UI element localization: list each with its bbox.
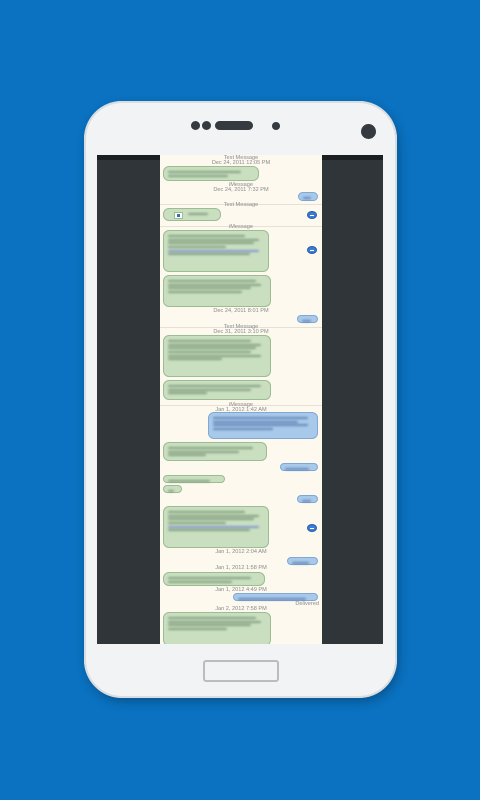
- service-label: iMessage: [229, 224, 253, 230]
- service-label: Text Message: [223, 324, 259, 330]
- imessage-badge-icon: [307, 524, 317, 532]
- divider: [160, 327, 322, 328]
- sensor-dot: [272, 122, 280, 130]
- outgoing-message: [233, 593, 318, 601]
- sensor-dot: [191, 121, 200, 130]
- timestamp: Jan 1, 2012 2:04 AM: [215, 549, 267, 555]
- incoming-message: [163, 506, 269, 548]
- service-label: iMessage: [229, 402, 253, 408]
- delivery-status: Delivered: [295, 601, 319, 607]
- timestamp: Dec 24, 2011 7:32 PM: [213, 187, 269, 193]
- incoming-message: [163, 612, 271, 644]
- incoming-message: [163, 275, 271, 307]
- phone-screen: Text Message Dec 24, 2011 12:05 PM iMess…: [97, 155, 383, 644]
- divider: [160, 204, 322, 205]
- timestamp: Jan 1, 2012 1:42 AM: [215, 407, 267, 413]
- outgoing-message: [298, 192, 318, 201]
- incoming-message: [163, 166, 259, 181]
- service-label: iMessage: [229, 182, 253, 188]
- home-button[interactable]: [203, 660, 279, 682]
- incoming-message: [163, 230, 269, 272]
- divider: [160, 405, 322, 406]
- outgoing-message: [297, 315, 318, 323]
- timestamp: Jan 1, 2012 4:49 PM: [215, 587, 267, 593]
- front-camera-icon: [361, 124, 376, 139]
- divider: [160, 226, 322, 227]
- imessage-badge-icon: [307, 246, 317, 254]
- incoming-message: [163, 380, 271, 400]
- timestamp: Dec 31, 2011 3:10 PM: [213, 329, 269, 335]
- timestamp: Jan 1, 2012 1:58 PM: [215, 565, 267, 571]
- incoming-message: [163, 485, 182, 493]
- incoming-message: [163, 475, 225, 483]
- earpiece-speaker: [215, 121, 253, 130]
- incoming-message: [163, 572, 265, 586]
- timestamp: Dec 24, 2011 8:01 PM: [213, 308, 269, 314]
- service-label: Text Message: [223, 155, 259, 161]
- incoming-message: [163, 442, 267, 461]
- incoming-message: [163, 335, 271, 377]
- imessage-badge-icon: [307, 211, 317, 219]
- outgoing-message: [208, 412, 318, 439]
- timestamp: Jan 2, 2012 7:58 PM: [215, 606, 267, 612]
- image-thumbnail-icon: [174, 212, 183, 219]
- message-transcript[interactable]: Text Message Dec 24, 2011 12:05 PM iMess…: [160, 155, 322, 644]
- incoming-attachment-message: [163, 208, 221, 221]
- service-label: Text Message: [223, 202, 259, 208]
- outgoing-message: [280, 463, 318, 471]
- timestamp: Dec 24, 2011 12:05 PM: [211, 160, 271, 166]
- outgoing-message: [287, 557, 318, 565]
- outgoing-message: [297, 495, 318, 503]
- sensor-dot: [202, 121, 211, 130]
